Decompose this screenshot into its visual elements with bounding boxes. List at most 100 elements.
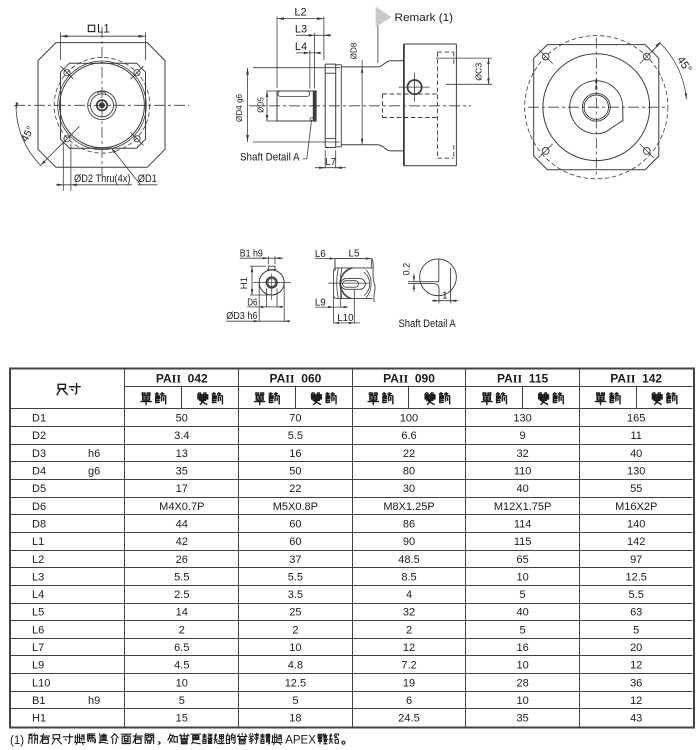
svg-text:114: 114 <box>514 519 532 531</box>
svg-text:142: 142 <box>627 536 645 548</box>
svg-text:10: 10 <box>516 571 528 583</box>
svg-text:9: 9 <box>520 430 526 442</box>
svg-text:40: 40 <box>516 483 528 495</box>
svg-text:M12X1.75P: M12X1.75P <box>494 501 551 513</box>
svg-text:19: 19 <box>403 677 415 689</box>
svg-text:16: 16 <box>289 448 301 460</box>
svg-text:B1: B1 <box>32 695 45 707</box>
svg-text:6.6: 6.6 <box>401 430 416 442</box>
svg-text:L9: L9 <box>32 660 44 672</box>
svg-text:97: 97 <box>630 554 642 566</box>
svg-text:L4: L4 <box>32 589 44 601</box>
svg-text:130: 130 <box>627 466 645 478</box>
svg-text:D1: D1 <box>32 413 46 425</box>
svg-text:ØD3 h6: ØD3 h6 <box>226 311 258 322</box>
svg-text:45°: 45° <box>19 124 37 144</box>
svg-text:ØD5: ØD5 <box>255 97 265 113</box>
svg-text:PAII 060: PAII 060 <box>269 372 321 386</box>
svg-text:60: 60 <box>289 519 301 531</box>
svg-text:45°: 45° <box>674 55 693 76</box>
svg-text:37: 37 <box>289 554 301 566</box>
svg-text:25: 25 <box>289 607 301 619</box>
svg-text:28: 28 <box>516 677 528 689</box>
svg-text:22: 22 <box>403 448 415 460</box>
svg-text:L2: L2 <box>294 7 306 19</box>
svg-text:D6: D6 <box>32 501 46 513</box>
svg-text:32: 32 <box>516 448 528 460</box>
svg-text:PAII 042: PAII 042 <box>156 372 208 386</box>
svg-text:80: 80 <box>403 466 415 478</box>
svg-text:6.5: 6.5 <box>174 642 189 654</box>
svg-text:0.2: 0.2 <box>402 263 413 276</box>
svg-text:L10: L10 <box>32 677 50 689</box>
svg-text:D5: D5 <box>32 483 46 495</box>
svg-text:ØD4 g6: ØD4 g6 <box>234 94 244 122</box>
svg-text:70: 70 <box>289 413 301 425</box>
svg-text:ØD2 Thru(4x): ØD2 Thru(4x) <box>74 173 131 185</box>
svg-text:36: 36 <box>630 677 642 689</box>
svg-text:26: 26 <box>176 554 188 566</box>
svg-text:50: 50 <box>176 413 188 425</box>
svg-text:100: 100 <box>400 413 418 425</box>
svg-text:86: 86 <box>403 519 415 531</box>
svg-text:h9: h9 <box>88 695 100 707</box>
svg-text:5: 5 <box>520 589 526 601</box>
svg-text:APEX: APEX <box>285 735 316 747</box>
svg-text:D8: D8 <box>32 519 46 531</box>
svg-text:PAII 090: PAII 090 <box>383 372 435 386</box>
svg-text:130: 130 <box>513 413 531 425</box>
svg-text:16: 16 <box>516 642 528 654</box>
svg-text:h6: h6 <box>88 448 100 460</box>
svg-text:60: 60 <box>289 536 301 548</box>
svg-text:10: 10 <box>516 660 528 672</box>
svg-text:ØD8: ØD8 <box>348 42 358 59</box>
svg-text:3.5: 3.5 <box>288 589 303 601</box>
svg-text:12.5: 12.5 <box>625 571 646 583</box>
svg-text:12: 12 <box>630 695 642 707</box>
svg-text:12: 12 <box>403 642 415 654</box>
svg-text:M4X0.7P: M4X0.7P <box>159 501 204 513</box>
svg-text:Remark (1): Remark (1) <box>395 12 454 24</box>
svg-text:M5X0.8P: M5X0.8P <box>273 501 318 513</box>
svg-text:43: 43 <box>630 713 642 725</box>
svg-text:8.5: 8.5 <box>401 571 416 583</box>
svg-text:Shaft Detail A: Shaft Detail A <box>240 152 300 164</box>
svg-text:11: 11 <box>630 430 641 442</box>
svg-text:35: 35 <box>176 466 188 478</box>
svg-text:Shaft Detail A: Shaft Detail A <box>399 318 457 330</box>
svg-text:(1): (1) <box>10 735 24 747</box>
svg-text:10: 10 <box>516 695 528 707</box>
svg-text:M8X1.25P: M8X1.25P <box>383 501 434 513</box>
svg-text:L6: L6 <box>32 624 44 636</box>
svg-text:L5: L5 <box>32 607 44 619</box>
svg-text:L3: L3 <box>32 571 44 583</box>
svg-text:32: 32 <box>403 607 415 619</box>
svg-text:5.5: 5.5 <box>629 589 644 601</box>
svg-text:D4: D4 <box>32 466 46 478</box>
svg-text:L4: L4 <box>295 41 307 53</box>
svg-text:5: 5 <box>179 695 185 707</box>
svg-text:4: 4 <box>406 589 412 601</box>
svg-text:D3: D3 <box>32 448 46 460</box>
svg-text:4.5: 4.5 <box>174 660 189 672</box>
svg-text:L2: L2 <box>32 554 44 566</box>
svg-text:6: 6 <box>406 695 412 707</box>
svg-text:110: 110 <box>514 466 532 478</box>
svg-text:M16X2P: M16X2P <box>615 501 657 513</box>
svg-text:2: 2 <box>179 624 185 636</box>
svg-text:L5: L5 <box>349 248 360 259</box>
svg-text:50: 50 <box>289 466 301 478</box>
svg-text:14: 14 <box>176 607 188 619</box>
svg-text:5.5: 5.5 <box>288 430 303 442</box>
svg-text:18: 18 <box>289 713 301 725</box>
svg-text:PAII 115: PAII 115 <box>497 372 548 386</box>
svg-text:15: 15 <box>176 713 188 725</box>
svg-text:7.2: 7.2 <box>401 660 416 672</box>
svg-text:12.5: 12.5 <box>285 677 306 689</box>
svg-text:PAII 142: PAII 142 <box>610 372 662 386</box>
svg-text:55: 55 <box>630 483 642 495</box>
svg-text:L10: L10 <box>337 313 354 324</box>
svg-text:L3: L3 <box>295 23 307 35</box>
svg-text:L1: L1 <box>32 536 44 548</box>
svg-text:24.5: 24.5 <box>398 713 419 725</box>
